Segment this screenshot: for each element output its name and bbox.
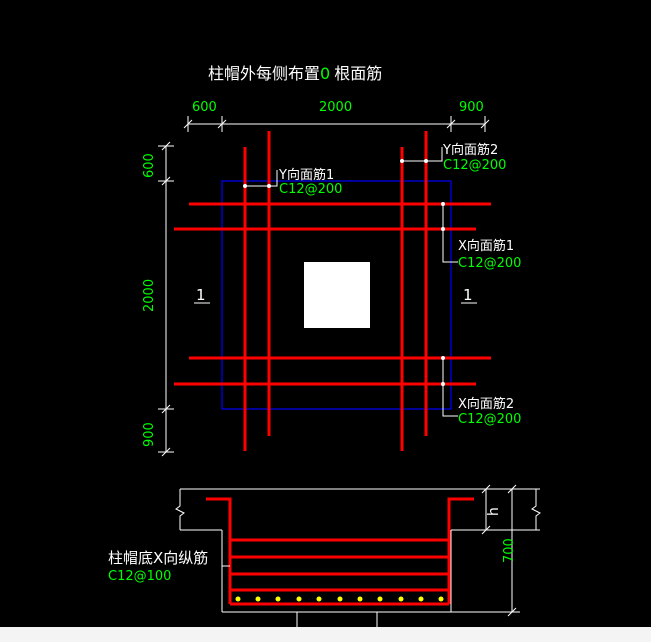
window-bottom-strip xyxy=(0,627,651,642)
top-dim-middle: 2000 xyxy=(319,100,352,115)
label-x2-spec: C12@200 xyxy=(458,412,521,427)
left-dim-middle: 2000 xyxy=(142,279,157,312)
leader-x1: X向面筋1 C12@200 xyxy=(441,202,521,271)
label-x1-spec: C12@200 xyxy=(458,256,521,271)
label-y2-spec: C12@200 xyxy=(443,158,506,173)
label-y2-name: Y向面筋2 xyxy=(442,142,498,158)
section-top-bar-right xyxy=(447,497,474,604)
top-dimension: 600 2000 900 xyxy=(183,100,490,132)
label-x1-name: X向面筋1 xyxy=(458,238,514,254)
label-x2-name: X向面筋2 xyxy=(458,396,514,412)
left-dim-bottom: 900 xyxy=(142,422,157,447)
section-bottom-rebar-spec: C12@100 xyxy=(108,569,171,584)
column-cap-outline xyxy=(221,180,452,410)
section-view: h 700 柱帽底X向纵筋 C12@100 xyxy=(108,484,541,627)
top-dim-left: 600 xyxy=(192,100,217,115)
leader-y1: Y向面筋1 C12@200 xyxy=(243,167,342,197)
plan-rebars xyxy=(174,131,491,451)
section-top-bar-left xyxy=(206,497,232,604)
section-mark-left: 1 xyxy=(194,286,210,304)
label-y1-spec: C12@200 xyxy=(279,182,342,197)
section-bottom-rebar-name: 柱帽底X向纵筋 xyxy=(108,549,208,567)
section-height-dim: 700 xyxy=(502,538,517,563)
svg-text:1: 1 xyxy=(463,286,473,304)
leader-x2: X向面筋2 C12@200 xyxy=(441,356,521,427)
label-y1-name: Y向面筋1 xyxy=(278,167,334,183)
section-h-label: h xyxy=(486,507,502,516)
svg-text:1: 1 xyxy=(196,286,206,304)
left-dimension: 600 2000 900 xyxy=(142,141,174,457)
section-bottom-bars xyxy=(235,596,444,602)
section-mark-right: 1 xyxy=(461,286,477,304)
top-dim-right: 900 xyxy=(459,100,484,115)
column xyxy=(304,262,370,328)
leader-y2: Y向面筋2 C12@200 xyxy=(400,142,506,173)
left-dim-top: 600 xyxy=(142,153,157,178)
